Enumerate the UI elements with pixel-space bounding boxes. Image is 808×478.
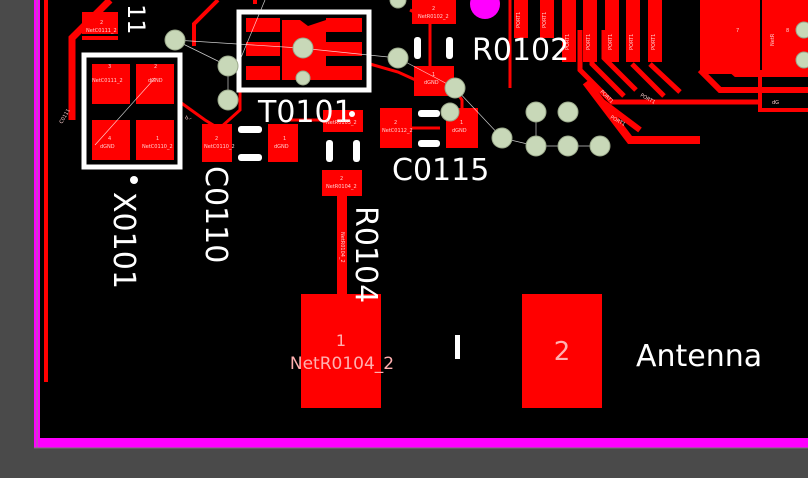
designator-c0110: C0110 — [198, 166, 233, 263]
antenna-pad-1-number: 1 — [336, 331, 346, 350]
trace — [192, 0, 220, 46]
net-label: NetR0104_2 — [339, 232, 345, 263]
port-label: PORT1 — [542, 12, 548, 28]
t0101-pads — [246, 18, 362, 80]
vias — [164, 0, 808, 157]
antenna-pad-1-net: NetR0104_2 — [290, 354, 394, 374]
net-label: dG — [772, 100, 779, 106]
pin-label: 8 — [786, 28, 789, 34]
port-label: PORT1 — [565, 34, 571, 50]
pin-label: 2 — [215, 136, 218, 142]
net-label: dGND — [274, 144, 289, 150]
drill-marker — [470, 0, 500, 19]
port-label: PORT1 — [516, 12, 522, 28]
port-label: PORT1 — [608, 34, 614, 50]
net-label: NetC0110_2 — [142, 144, 173, 150]
antenna-pad-2-number: 2 — [554, 337, 571, 367]
antenna-pad-1[interactable] — [301, 294, 381, 408]
x0101-outline — [81, 52, 183, 170]
designator-r0104: R0104 — [348, 206, 383, 303]
port-label: PORT1 — [651, 34, 657, 50]
port-label: PORT1 — [629, 34, 635, 50]
t0101-outline — [236, 9, 372, 93]
net-label: NetR — [770, 33, 776, 46]
designator-x0101: X0101 — [106, 192, 141, 289]
x0101-pads — [92, 64, 174, 160]
pin-label: 7 — [736, 28, 739, 34]
pad-c0110-1[interactable] — [268, 124, 298, 162]
net-label: NetC0111_2 — [86, 28, 117, 34]
pad-c0115-2[interactable] — [380, 108, 412, 148]
designator-partial: 11 — [122, 4, 150, 35]
net-label: NetR0103_2 — [326, 120, 357, 126]
designator-t0101: T0101 — [257, 95, 353, 130]
trace — [369, 62, 421, 84]
designator-c0115: C0115 — [392, 153, 489, 188]
net-label: NetC0110_2 — [204, 144, 235, 150]
pin-label: 2 — [100, 20, 103, 26]
pad-r0104-2[interactable] — [322, 170, 362, 196]
net-label: dGND — [148, 78, 163, 84]
edge-trace-left — [44, 0, 48, 382]
net-label: d_ — [184, 113, 192, 121]
pad-c0110-2[interactable] — [202, 124, 232, 162]
pad[interactable] — [136, 64, 174, 104]
net-label: NetC0111_2 — [92, 78, 123, 84]
pin-label: 2 — [154, 64, 157, 70]
net-label: dGND — [424, 80, 439, 86]
pin-label: 2 — [432, 6, 435, 12]
port-label: PORT1 — [586, 34, 592, 50]
pin-label: 2 — [394, 120, 397, 126]
antenna-pad-2[interactable] — [522, 294, 602, 408]
pad-r0102-2[interactable] — [412, 0, 456, 24]
pad[interactable] — [92, 64, 130, 104]
designator-r0102: R0102 — [472, 33, 569, 68]
pin-label: 1 — [460, 120, 463, 126]
pad[interactable] — [136, 120, 174, 160]
net-label: NetR0104_2 — [326, 184, 357, 190]
pin-label: 1 — [283, 136, 286, 142]
pin-label: 4 — [108, 136, 111, 142]
net-label: dGND — [100, 144, 115, 150]
pad-c0111[interactable] — [82, 12, 118, 34]
net-label: NetC0112_2 — [382, 128, 413, 134]
pin-label: 1 — [432, 72, 435, 78]
net-label: dGND — [452, 128, 467, 134]
trace-r0104-antenna — [337, 196, 347, 296]
pad-labels: 2 NetC0111_2 3 NetC0111_2 2 dGND 4 dGND … — [59, 6, 790, 263]
pin-label: 2 — [340, 176, 343, 182]
pin-label: 3 — [108, 64, 111, 70]
net-label: NetR0102_2 — [418, 14, 449, 20]
pin-label: 1 — [156, 136, 159, 142]
antenna-label: Antenna — [636, 339, 762, 374]
silk-markers — [130, 37, 460, 359]
